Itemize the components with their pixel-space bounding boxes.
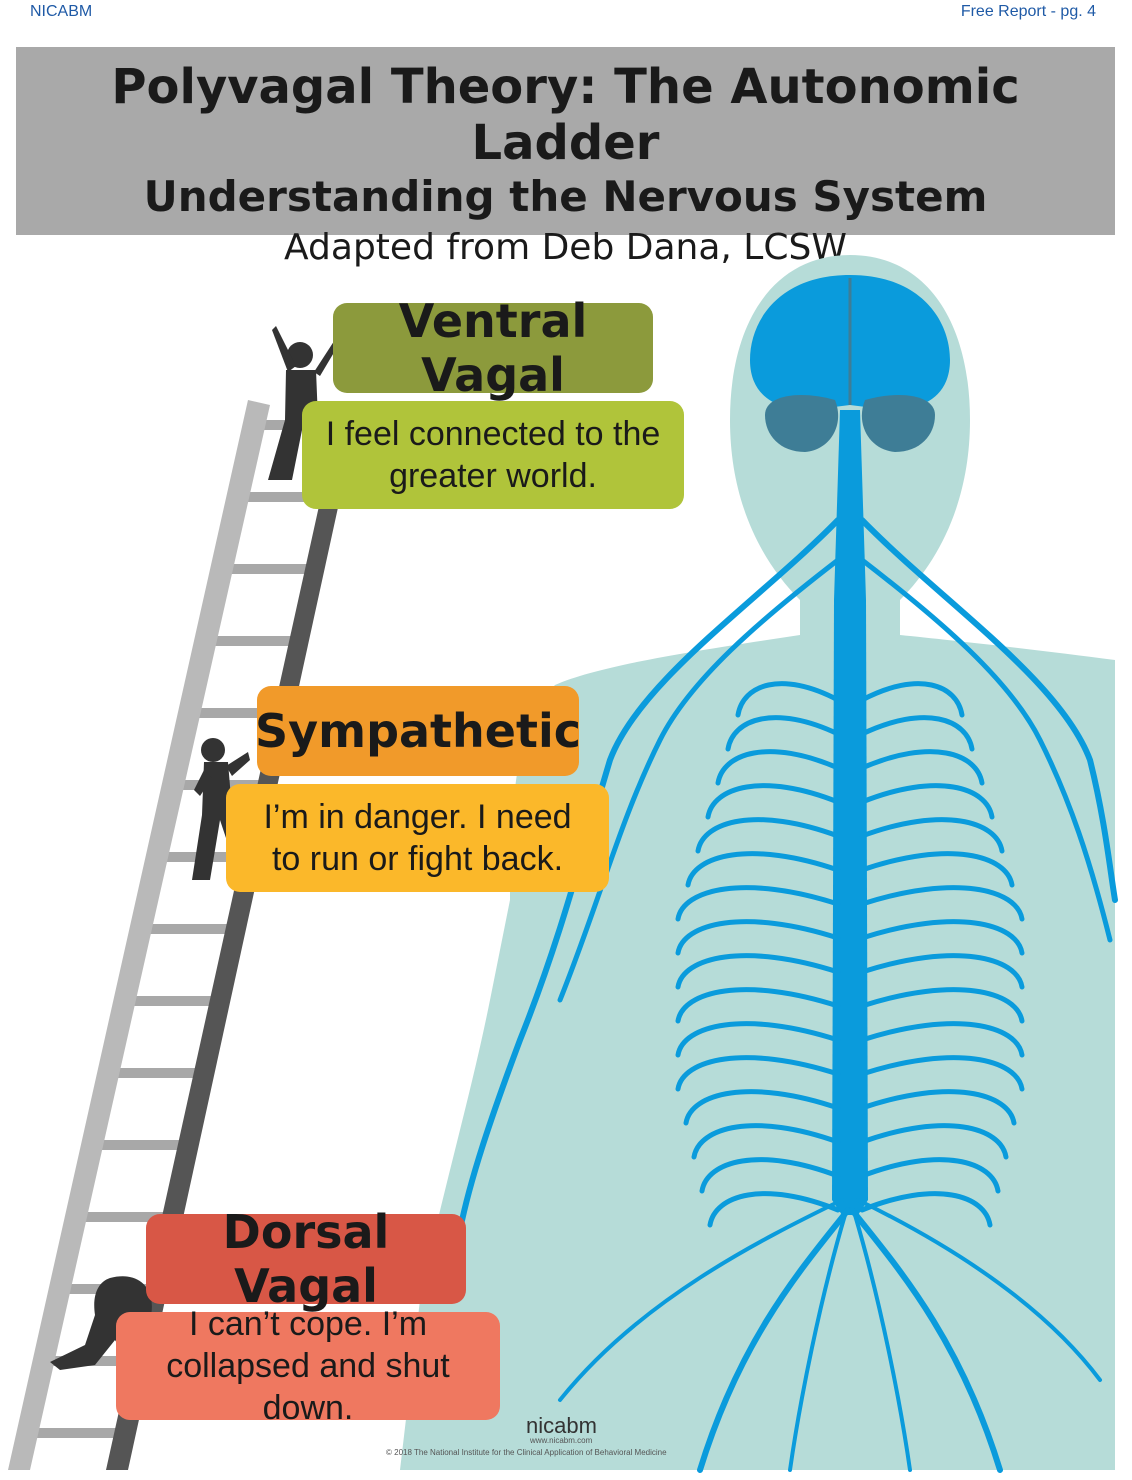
nerve-branch [675, 885, 841, 922]
dorsal-vagal-text: I can’t cope. I’m collapsed and shut dow… [116, 1305, 500, 1427]
nerve-branch [683, 1089, 841, 1126]
nerve-branch [697, 1207, 851, 1473]
nerve-branch [859, 1089, 1017, 1126]
main-title: Polyvagal Theory: The Autonomic Ladder [111, 59, 1020, 171]
nerve-branch [725, 715, 841, 752]
ladder [8, 400, 356, 1470]
nerve-branch [715, 749, 841, 786]
nerve-branch [859, 1055, 1025, 1092]
ventral-vagal-label: Ventral Vagal [333, 294, 653, 402]
nerve-branch [675, 953, 841, 990]
nerve-branch [859, 885, 1025, 922]
sympathetic-label: Sympathetic [255, 686, 581, 776]
spinal-cord [832, 410, 868, 1215]
ladder-rung [93, 1140, 185, 1150]
footer-logo: nicabm [526, 1413, 597, 1438]
body-silhouette [400, 255, 1115, 1470]
nerve-branch [691, 1123, 841, 1160]
nerve-branch [675, 1021, 841, 1058]
nerve-branch [859, 953, 1025, 990]
nerve-branch [707, 1191, 841, 1228]
cerebellum-right [861, 395, 935, 452]
sympathetic-text: I’m in danger. I need to run or fight ba… [226, 784, 609, 892]
nerve-branch [695, 817, 841, 854]
nerve-branch [859, 715, 975, 752]
ladder-rung [205, 636, 297, 646]
nerve-branch [853, 1213, 912, 1472]
figure-dorsal-person [50, 1276, 152, 1370]
nerve-branch [856, 1198, 1102, 1382]
nerve-branch [859, 749, 985, 786]
footer-copyright: © 2018 The National Institute for the Cl… [386, 1448, 667, 1457]
ventral-vagal-text: I feel connected to the greater world. [302, 401, 684, 509]
header-page-number: Free Report - pg. 4 [960, 3, 1096, 20]
header-left-brand: NICABM [30, 3, 93, 20]
nerve-branch [859, 557, 1113, 943]
nerve-branch [558, 1198, 844, 1402]
nerve-branch [735, 681, 841, 718]
nerve-branch [788, 1213, 847, 1472]
ladder-rail-left [8, 400, 270, 1470]
nerve-branch [557, 557, 841, 1003]
dorsal-vagal-label: Dorsal Vagal [146, 1205, 466, 1313]
nerve-branch [859, 1123, 1009, 1160]
footer-url: www.nicabm.com [530, 1436, 593, 1445]
ladder-rung [29, 1428, 121, 1438]
ladder-rail-right [106, 420, 356, 1470]
nerve-branch [859, 851, 1015, 888]
ladder-rung [109, 1068, 201, 1078]
nerve-branch [859, 817, 1005, 854]
nerve-branch [675, 919, 841, 956]
nerve-branch [859, 517, 1118, 903]
nerve-branch [685, 851, 841, 888]
ladder-rung [221, 564, 313, 574]
nerve-branch [859, 1157, 1001, 1194]
cerebellum-left [765, 395, 839, 452]
subtitle: Understanding the Nervous System [143, 172, 988, 221]
ladder-rung [141, 924, 233, 934]
nerve-branch [859, 783, 995, 820]
credit-line: Adapted from Deb Dana, LCSW [284, 227, 847, 268]
nerve-branch [859, 987, 1025, 1024]
nerve-branch [859, 919, 1025, 956]
nerve-branch [859, 1021, 1025, 1058]
nerve-branch [675, 1055, 841, 1092]
nerve-branch [849, 1207, 1003, 1473]
nerve-branch [675, 987, 841, 1024]
nerve-branch [859, 1191, 993, 1228]
nerve-branch [859, 681, 965, 718]
title-banner: Polyvagal Theory: The Autonomic Ladder U… [16, 47, 1115, 268]
nerve-branch [699, 1157, 841, 1194]
ladder-rung [125, 996, 217, 1006]
nerve-branch [705, 783, 841, 820]
